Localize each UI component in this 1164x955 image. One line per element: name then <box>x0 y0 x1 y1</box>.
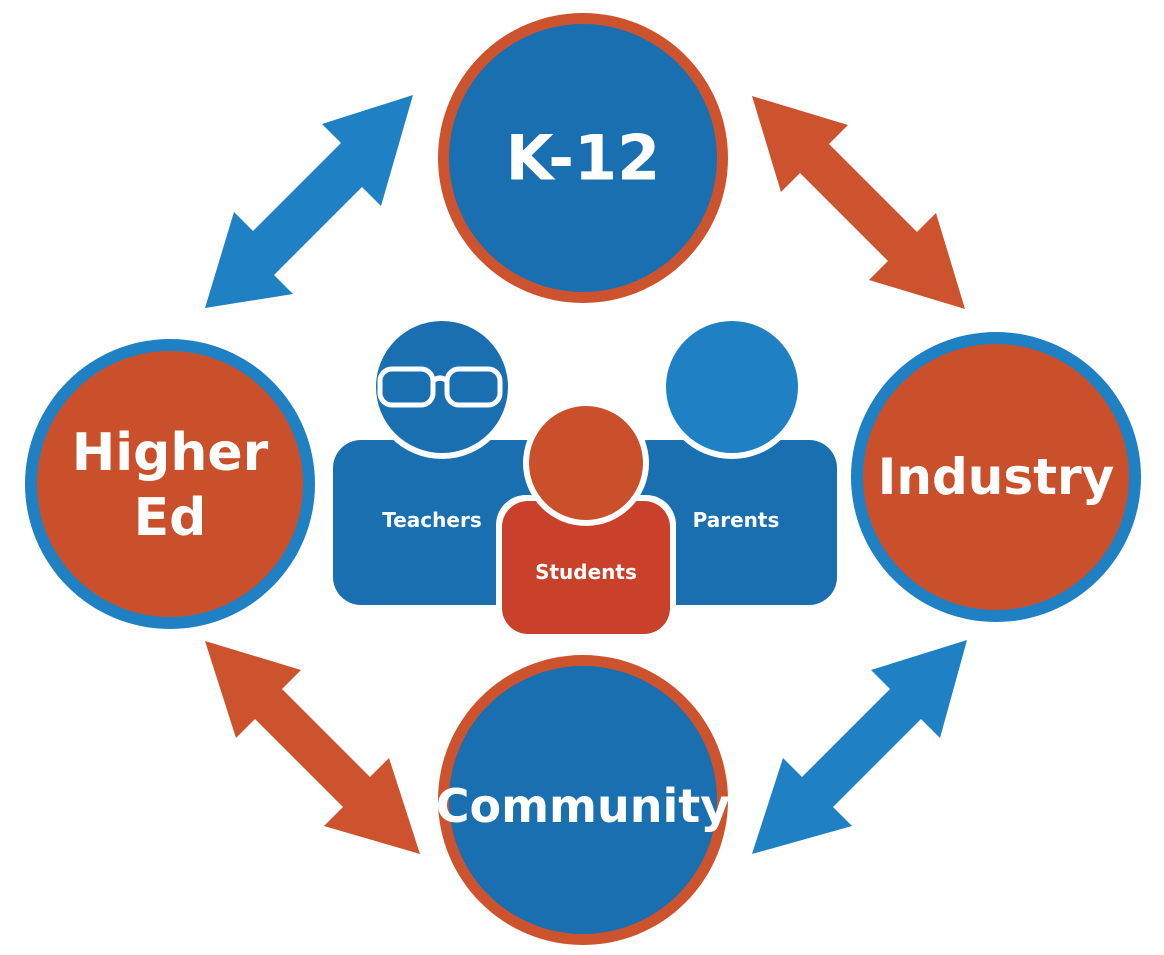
node-k12-label: K-12 <box>506 122 661 195</box>
arrow-higher-ed-community <box>205 641 420 854</box>
teachers-label: Teachers <box>382 508 481 532</box>
node-higher-ed-label-line1: Higher <box>72 423 269 483</box>
students-head <box>529 406 643 520</box>
parents-label: Parents <box>693 508 780 532</box>
students-body <box>502 501 670 634</box>
node-community: Community <box>436 655 730 945</box>
node-k12: K-12 <box>438 13 728 303</box>
people-group: Teachers Parents Students <box>333 315 837 640</box>
person-students: Students <box>496 400 676 640</box>
teachers-head <box>376 321 508 453</box>
node-industry-disc <box>863 344 1129 610</box>
node-industry-label: Industry <box>878 448 1115 506</box>
node-higher-ed-disc <box>37 351 303 617</box>
node-industry: Industry <box>851 332 1141 622</box>
arrow-higher-ed-k12 <box>205 95 413 308</box>
arrow-k12-industry <box>752 96 965 309</box>
arrow-community-industry <box>752 640 967 854</box>
node-k12-disc <box>449 24 717 292</box>
node-community-label: Community <box>436 779 730 833</box>
students-label: Students <box>535 560 637 584</box>
node-higher-ed-label-line2: Ed <box>134 488 207 548</box>
glasses-icon <box>377 366 503 408</box>
node-higher-ed: Higher Ed <box>25 339 315 629</box>
parents-head <box>666 321 798 453</box>
node-community-disc <box>449 666 717 934</box>
